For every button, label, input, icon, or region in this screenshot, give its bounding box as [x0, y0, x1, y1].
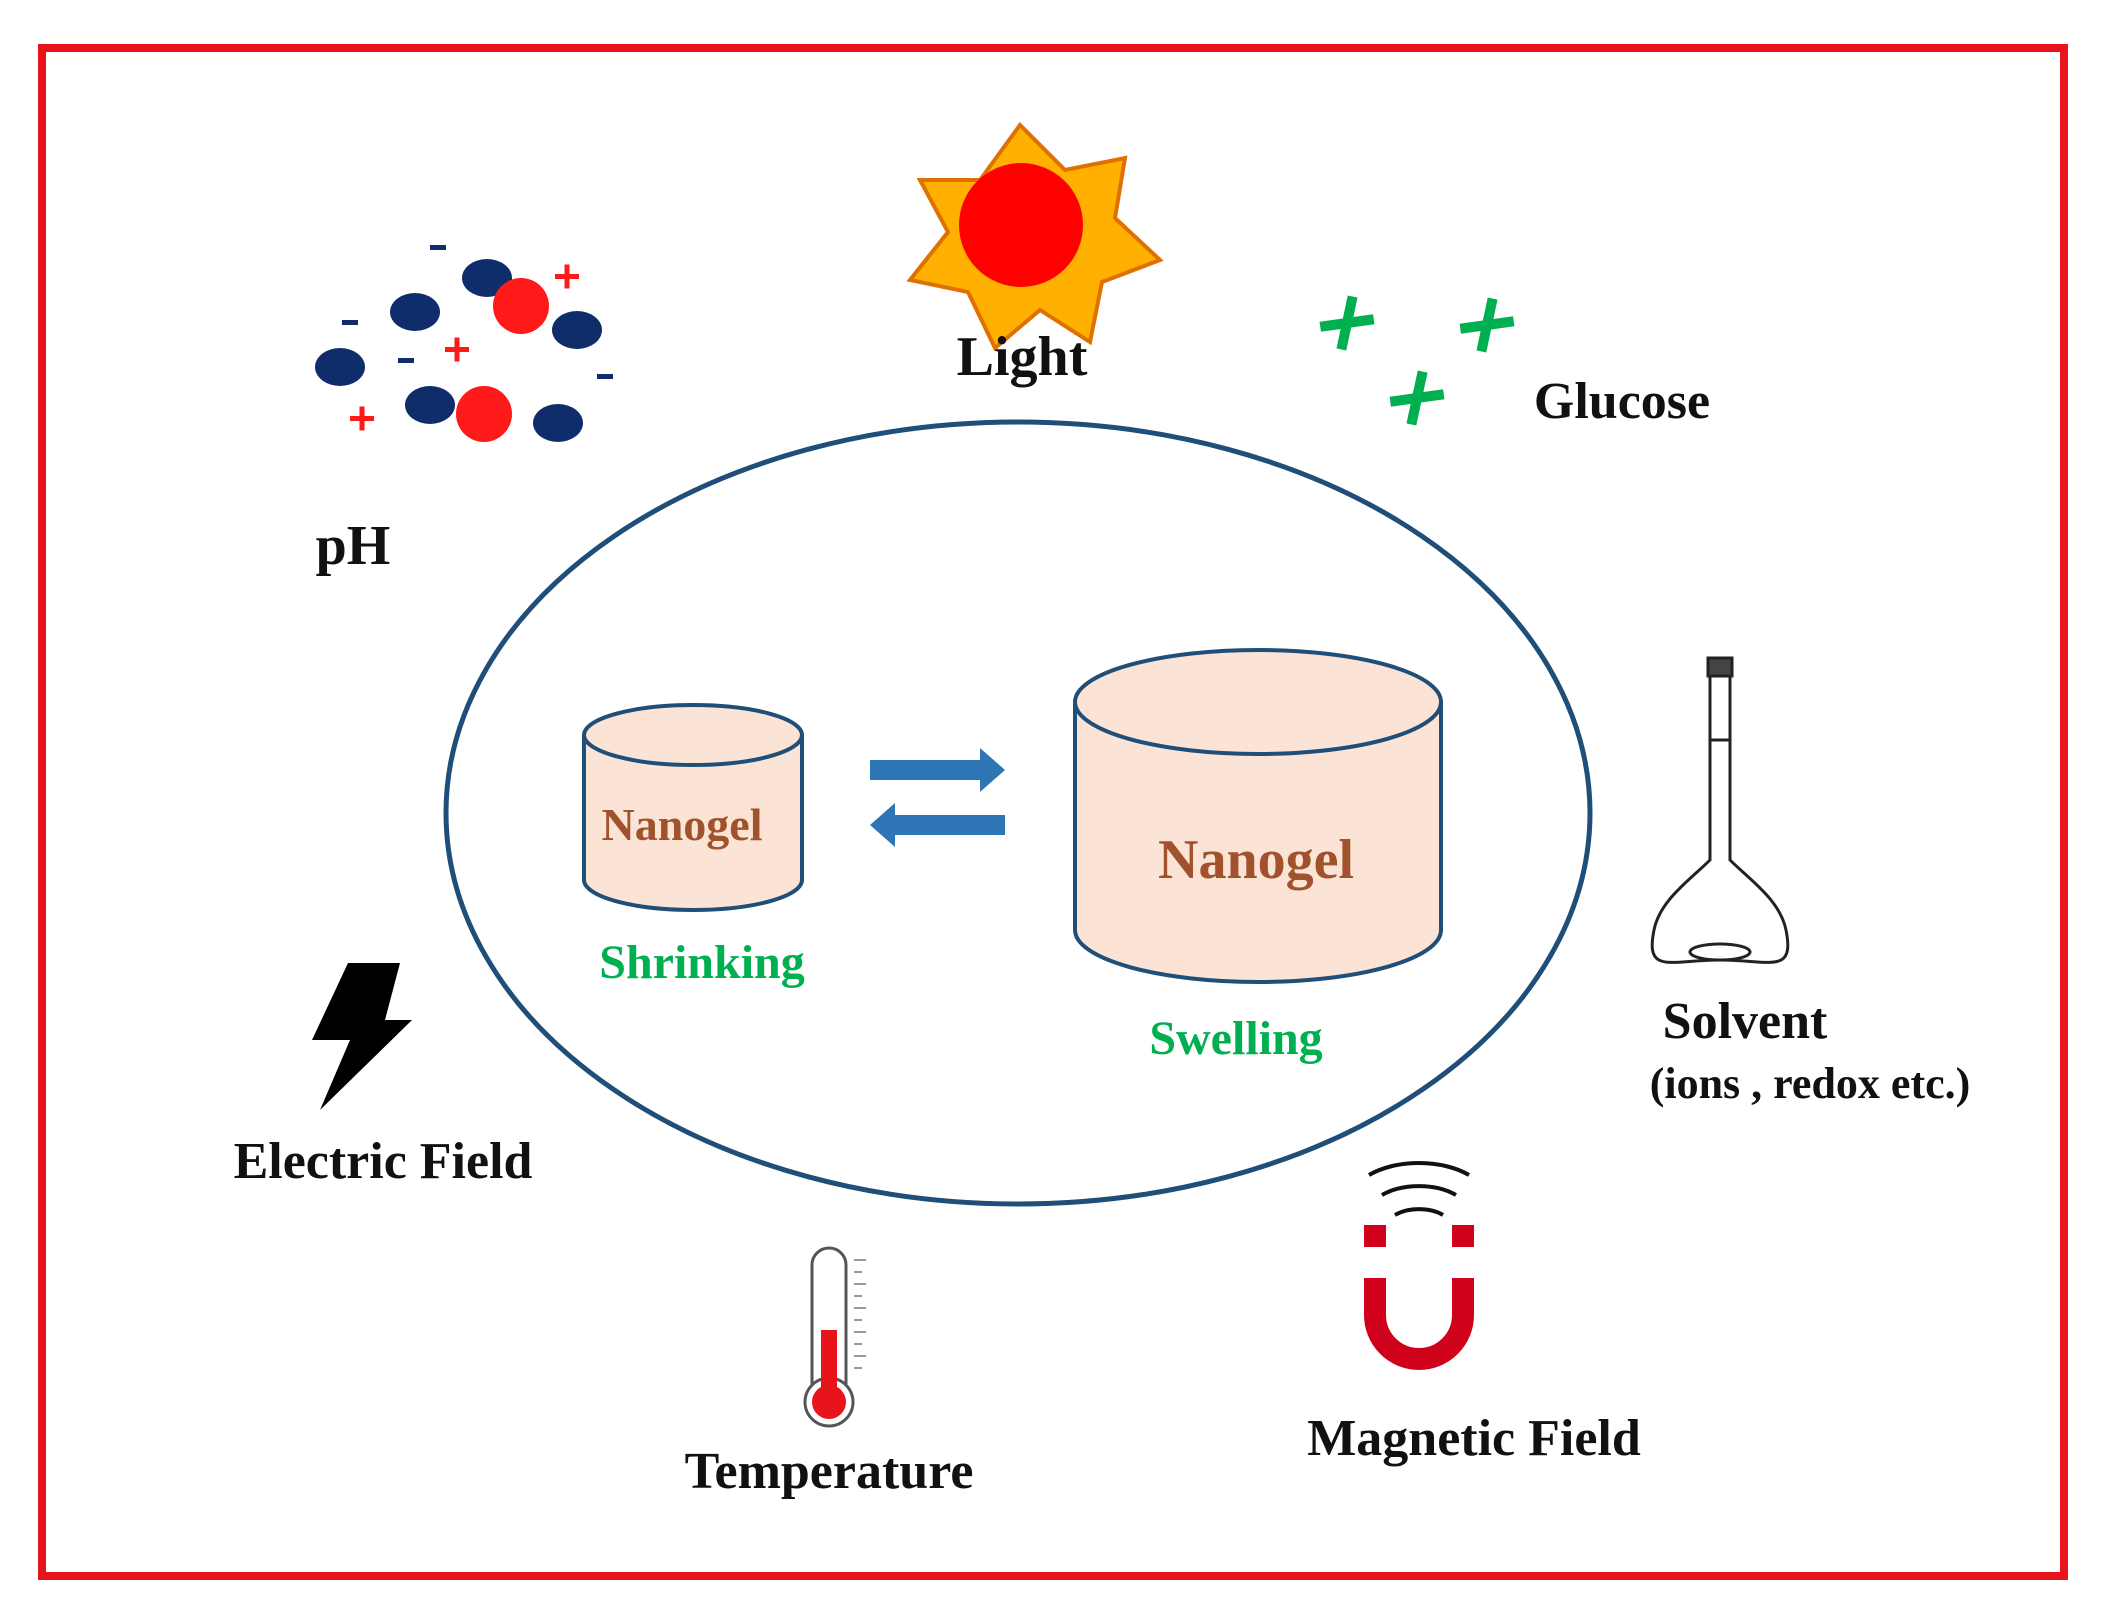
ph-label: pH — [316, 515, 391, 577]
thermometer-icon — [803, 1246, 866, 1428]
light-label: Light — [957, 326, 1088, 388]
large-nanogel-label: Nanogel — [1158, 829, 1354, 891]
sun-icon — [906, 121, 1164, 352]
equilibrium-arrows-icon — [870, 748, 1005, 847]
diagram-frame — [38, 44, 2068, 1580]
ion-cluster-icon — [315, 245, 613, 442]
magnetic-field-label: Magnetic Field — [1307, 1410, 1641, 1467]
electric-field-label: Electric Field — [234, 1133, 533, 1190]
glucose-label: Glucose — [1534, 373, 1710, 430]
large-nanogel-cylinder: Nanogel — [1073, 648, 1443, 984]
lightning-bolt-icon — [312, 963, 412, 1110]
temperature-label: Temperature — [685, 1443, 974, 1500]
shrinking-label: Shrinking — [599, 936, 804, 989]
small-nanogel-label: Nanogel — [602, 799, 763, 850]
small-nanogel-cylinder: Nanogel — [582, 703, 804, 912]
horseshoe-magnet-icon — [1364, 1160, 1474, 1370]
plus-signs-icon — [1319, 295, 1515, 426]
solvent-sublabel: (ions , redox etc.) — [1650, 1059, 1971, 1108]
swelling-label: Swelling — [1149, 1012, 1322, 1065]
nanogel-boundary-ellipse — [443, 419, 1593, 1207]
solvent-label: Solvent — [1663, 993, 1828, 1050]
volumetric-flask-icon — [1650, 656, 1790, 964]
